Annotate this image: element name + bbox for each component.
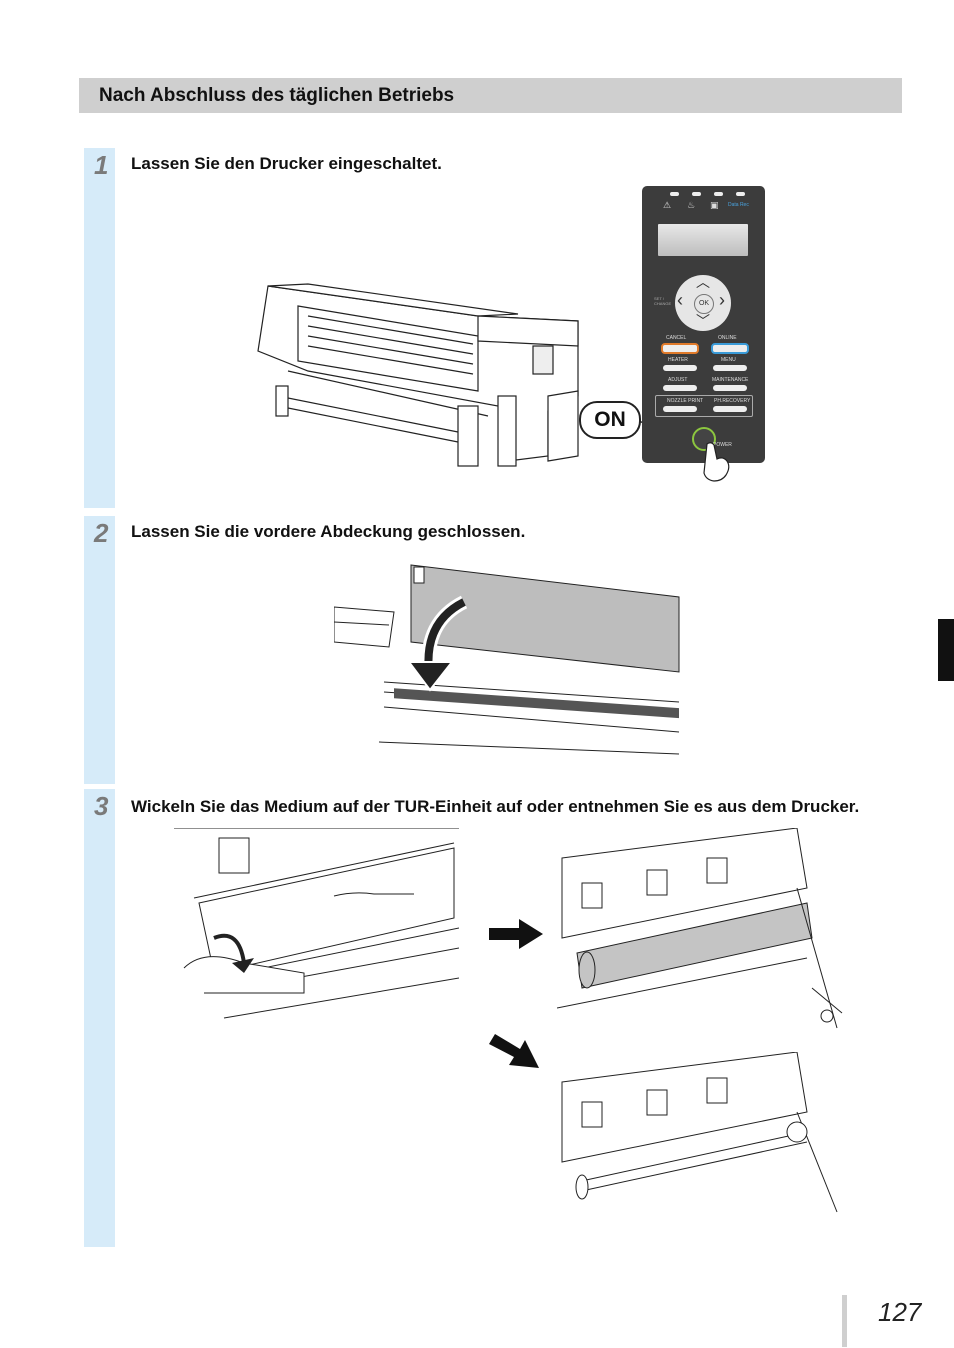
step-1-band: 1 [84,148,115,508]
online-label: ONLINE [718,335,737,341]
set-change-label: SET / CHANGE [654,296,672,306]
step-3-band: 3 [84,789,115,1247]
data-rec-label: Data Rec [728,202,749,208]
step-2-number: 2 [94,518,109,548]
direction-pad[interactable]: ︿ ﹀ ‹ › OK [675,274,731,331]
step-3-text: Wickeln Sie das Medium auf der TUR-Einhe… [131,797,860,816]
arrow-right-icon[interactable]: › [719,290,725,310]
wind-media-illustration [174,828,459,1019]
led-icon [692,192,701,196]
arrow-down-icon[interactable]: ﹀ [696,313,710,329]
adjust-label: ADJUST [668,377,688,383]
on-callout: ON [579,401,641,439]
heater-status-icon: ♨ [687,200,696,210]
led-icon [714,192,723,196]
step-2-band: 2 [84,516,115,784]
maintenance-button[interactable] [713,385,747,391]
maintenance-label: MAINTENANCE [712,377,749,383]
lcd-display [658,224,748,256]
nozzle-group: NOZZLE PRINT PH.RECOVERY [655,395,753,417]
section-title: Nach Abschluss des täglichen Betriebs [99,85,455,106]
power-label: POWER [713,442,732,448]
front-cover-illustration [334,564,680,755]
arrow-up-icon[interactable]: ︿ [696,274,710,290]
adjust-button[interactable] [663,385,697,391]
page-number: 127 [878,1297,922,1327]
section-header-bar: Nach Abschluss des täglichen Betriebs [79,78,902,113]
chapter-tab [938,619,954,681]
finger-pointer-icon [703,442,730,482]
online-button[interactable] [711,343,749,354]
ph-recovery-label: PH.RECOVERY [714,398,751,404]
step-1-text: Lassen Sie den Drucker eingeschaltet. [131,154,442,173]
step-3-number: 3 [94,791,109,821]
led-icon [736,192,745,196]
tur-roll-illustration [557,828,843,1029]
ok-button[interactable]: OK [694,294,714,314]
status-leds [660,192,750,196]
ph-recovery-button[interactable] [713,406,747,412]
step-2-text: Lassen Sie die vordere Abdeckung geschlo… [131,522,526,541]
arrow-down-right-icon [489,1034,539,1068]
control-panel: ⚠ ♨ ▣ Data Rec SET / CHANGE ︿ ﹀ ‹ › OK C… [642,186,765,463]
ink-status-icon: ▣ [710,200,719,210]
cancel-label: CANCEL [666,335,687,341]
cancel-button[interactable] [661,343,699,354]
menu-label: MENU [721,357,736,363]
nozzle-print-label: NOZZLE PRINT [667,398,704,404]
printer-illustration [257,283,579,467]
warning-icon: ⚠ [663,200,672,210]
arrow-left-icon[interactable]: ‹ [677,290,683,310]
page-divider [842,1295,847,1347]
nozzle-print-button[interactable] [663,406,697,412]
heater-label: HEATER [668,357,688,363]
step-1-number: 1 [94,150,109,180]
removed-media-illustration [561,1052,838,1213]
arrow-right-icon [489,919,543,949]
heater-button[interactable] [663,365,697,371]
led-icon [670,192,679,196]
menu-button[interactable] [713,365,747,371]
